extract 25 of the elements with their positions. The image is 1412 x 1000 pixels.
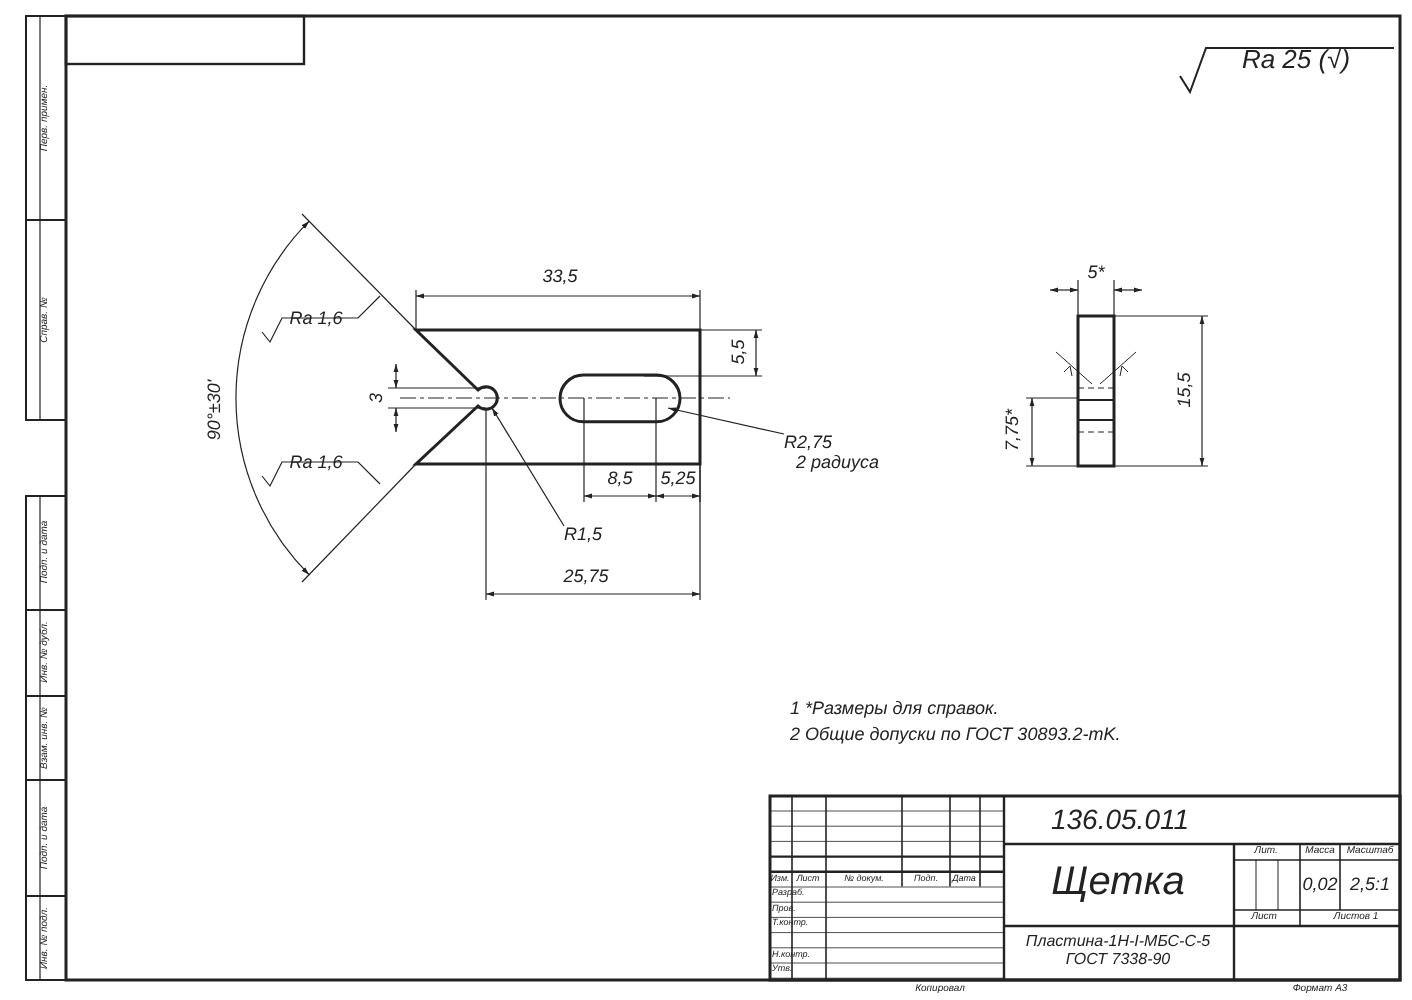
dimension-value: 15,5 xyxy=(1176,372,1196,408)
mass-value: 0,02 xyxy=(1302,876,1338,896)
scale-value: 2,5:1 xyxy=(1349,876,1391,896)
radius-label: R1,5 xyxy=(564,526,603,546)
radius-value: R2,75 xyxy=(784,434,835,454)
leader-line xyxy=(667,407,785,435)
part-name: Щетка xyxy=(1051,860,1185,904)
angle-value: 90°±30' xyxy=(206,379,226,441)
radius-note: 2 радиуса xyxy=(796,453,880,474)
dimension-value: 25,75 xyxy=(563,568,609,588)
dimension-value: 5,5 xyxy=(730,339,750,365)
dimension-value: 8,5 xyxy=(607,470,633,490)
leader-line xyxy=(491,407,565,527)
dimension-value: 5,25 xyxy=(660,470,696,490)
dimension-value: 7,75* xyxy=(1004,408,1024,452)
dimension-value: 33,5 xyxy=(542,268,578,288)
roughness-value: Ra 1,6 xyxy=(289,454,343,474)
note-text: 1 *Размеры для справок. xyxy=(790,700,999,720)
material-text: Пластина-1Н-I-МБС-С-5 ГОСТ 7338-90 xyxy=(1023,934,1213,970)
roughness-value: Ra 25 (√) xyxy=(1241,45,1351,75)
dimension-value: 3 xyxy=(368,393,388,403)
note-text: 2 Общие допуски по ГОСТ 30893.2-mK. xyxy=(790,726,1121,746)
dimension-value: 5* xyxy=(1087,264,1105,284)
roughness-value: Ra 1,6 xyxy=(289,310,343,330)
document-number: 136.05.011 xyxy=(1050,804,1190,836)
